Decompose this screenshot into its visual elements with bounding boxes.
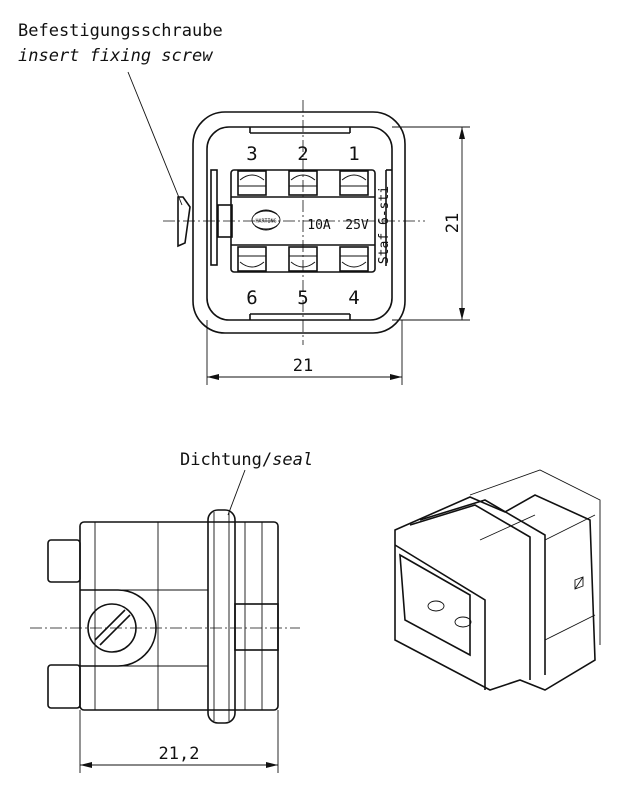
isometric-view [394, 469, 601, 691]
contact-number: 3 [246, 143, 257, 165]
screw-label-de: Befestigungsschraube [18, 21, 223, 41]
contact-number: 4 [348, 287, 359, 309]
dim-width: 21 [293, 356, 313, 376]
contact-number: 5 [297, 287, 308, 309]
screw-leader-line [127, 71, 183, 206]
dim-height: 21 [443, 213, 463, 233]
current-rating: 10A [307, 218, 331, 233]
contacts-top [237, 170, 369, 196]
seal-label-en: seal [272, 450, 313, 470]
screw-label-en: insert fixing screw [18, 46, 213, 66]
dim-length: 21,2 [159, 744, 200, 764]
harting-logo: HARTING [251, 209, 281, 231]
seal-label-de: Dichtung/ [180, 450, 272, 470]
contact-number: 1 [348, 143, 359, 165]
part-marking: Staf 6-sti [377, 186, 392, 264]
side-view: Dichtung/seal 21,2 [30, 450, 313, 773]
svg-text:HARTING: HARTING [255, 219, 276, 225]
voltage-rating: 25V [345, 218, 369, 233]
seal-leader-line [227, 469, 246, 516]
front-view: HARTING 10A 25V Staf 6-sti 3 2 1 6 5 4 2… [163, 100, 470, 385]
seal [207, 509, 236, 724]
contact-number: 2 [297, 143, 308, 165]
fixing-screw [177, 196, 191, 248]
svg-text:Dichtung/seal: Dichtung/seal [180, 450, 313, 470]
contact-number: 6 [246, 287, 257, 309]
